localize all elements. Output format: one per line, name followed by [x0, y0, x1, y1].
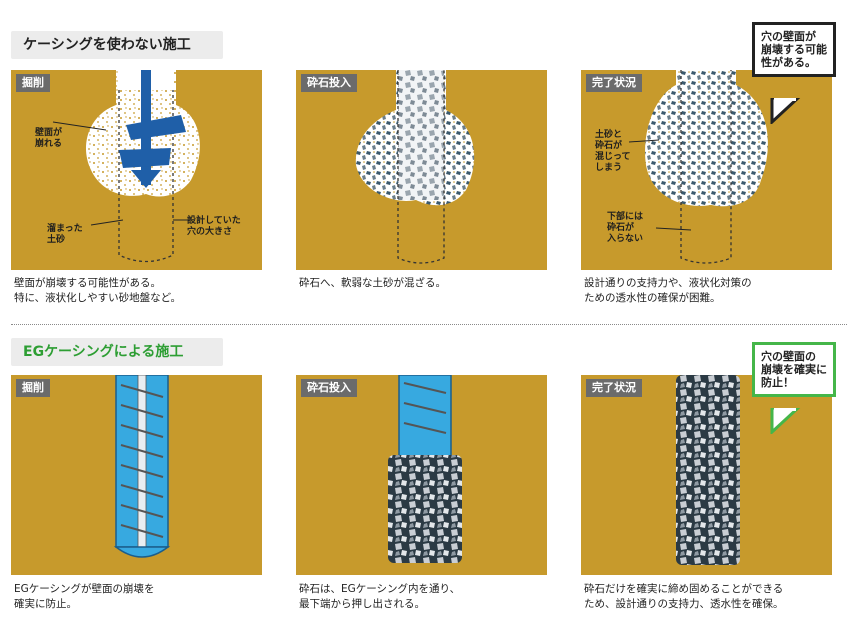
diagram-without-excavation	[52, 70, 200, 263]
label-accumulated-soil: 溜まった 土砂	[47, 224, 83, 245]
diagram-without-completion	[628, 70, 768, 264]
panel-with-excavation: 掘削	[11, 375, 262, 575]
callout-tail-green	[770, 408, 801, 434]
step-tag: 砕石投入	[301, 74, 357, 92]
caption-without-gravel-input: 砕石へ、軟弱な土砂が混ざる。	[299, 277, 446, 289]
label-no-gravel-bottom: 下部には 砕石が 入らない	[607, 212, 644, 244]
label-wall-collapse: 壁面が 崩れる	[35, 128, 63, 149]
panel-without-excavation: 掘削 壁面が 崩れる 溜まった 土砂 設計していた 穴の大きさ	[11, 70, 262, 270]
step-tag: 掘削	[16, 74, 50, 92]
caption-without-completion: 設計通りの支持力や、液状化対策の ための透水性の確保が困難。	[584, 277, 752, 304]
caption-with-gravel-input: 砕石は、EGケーシング内を通り、 最下端から押し出される。	[299, 583, 461, 610]
step-tag: 完了状況	[586, 74, 642, 92]
diagram-with-excavation	[113, 375, 171, 558]
caption-with-completion: 砕石だけを確実に締め固めることができる ため、設計通りの支持力、透水性を確保。	[584, 583, 784, 610]
section-title-eg-casing: EGケーシングによる施工	[11, 338, 223, 366]
panel-with-gravel-input: 砕石投入	[296, 375, 547, 575]
panel-without-gravel-input: 砕石投入	[296, 70, 547, 270]
section-title-without-casing: ケーシングを使わない施工	[11, 31, 223, 59]
panel-with-completion: 完了状況	[581, 375, 832, 575]
callout-wall-may-collapse: 穴の壁面が 崩壊する可能 性がある。	[752, 22, 836, 77]
step-tag: 掘削	[16, 379, 50, 397]
callout-tail	[770, 98, 801, 124]
diagram-with-completion	[676, 375, 740, 565]
diagram-with-gravel-input	[388, 375, 462, 563]
diagram-without-gravel-input	[355, 70, 475, 264]
label-designed-hole-size: 設計していた 穴の大きさ	[187, 216, 241, 237]
caption-with-excavation: EGケーシングが壁面の崩壊を 確実に防止。	[14, 583, 155, 610]
caption-without-excavation: 壁面が崩壊する可能性がある。 特に、液状化しやすい砂地盤など。	[14, 277, 182, 304]
label-soil-gravel-mixed: 土砂と 砕石が 混じって しまう	[595, 130, 631, 173]
step-tag: 砕石投入	[301, 379, 357, 397]
step-tag: 完了状況	[586, 379, 642, 397]
callout-prevent-collapse: 穴の壁面の 崩壊を確実に 防止！	[752, 342, 836, 397]
section-divider	[11, 324, 847, 325]
